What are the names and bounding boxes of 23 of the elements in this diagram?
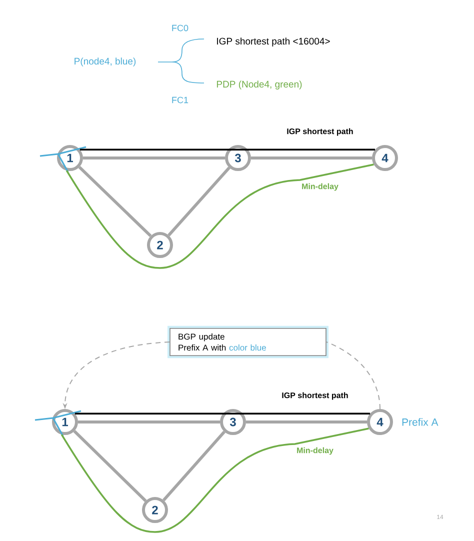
edge-label: Min-delay (296, 446, 334, 456)
message-box: BGP update Prefix A with color blue (168, 326, 328, 358)
link-line (162, 430, 226, 502)
label-text: FC1 (172, 96, 188, 104)
path-line (66, 164, 374, 269)
label-text: P(node4, blue) (74, 58, 136, 66)
link-line (246, 420, 367, 424)
path-line (60, 428, 369, 533)
edge-label: IGP shortest path (286, 127, 354, 137)
edge-label: IGP shortest path (280, 391, 350, 401)
link-line (73, 430, 147, 502)
prefix-label: Prefix A (402, 418, 438, 426)
edge-label: Min-delay (300, 182, 340, 192)
label-text: IGP shortest path <16004> (217, 38, 330, 46)
link-line (78, 166, 152, 238)
label-text: FC0 (172, 24, 188, 32)
link-line (251, 156, 372, 160)
path-line (80, 148, 376, 151)
link-line (168, 166, 230, 236)
link-line (83, 156, 225, 160)
link-line (78, 420, 220, 424)
path-line (74, 412, 370, 415)
label-text: PDP (Node4, green) (216, 80, 302, 90)
